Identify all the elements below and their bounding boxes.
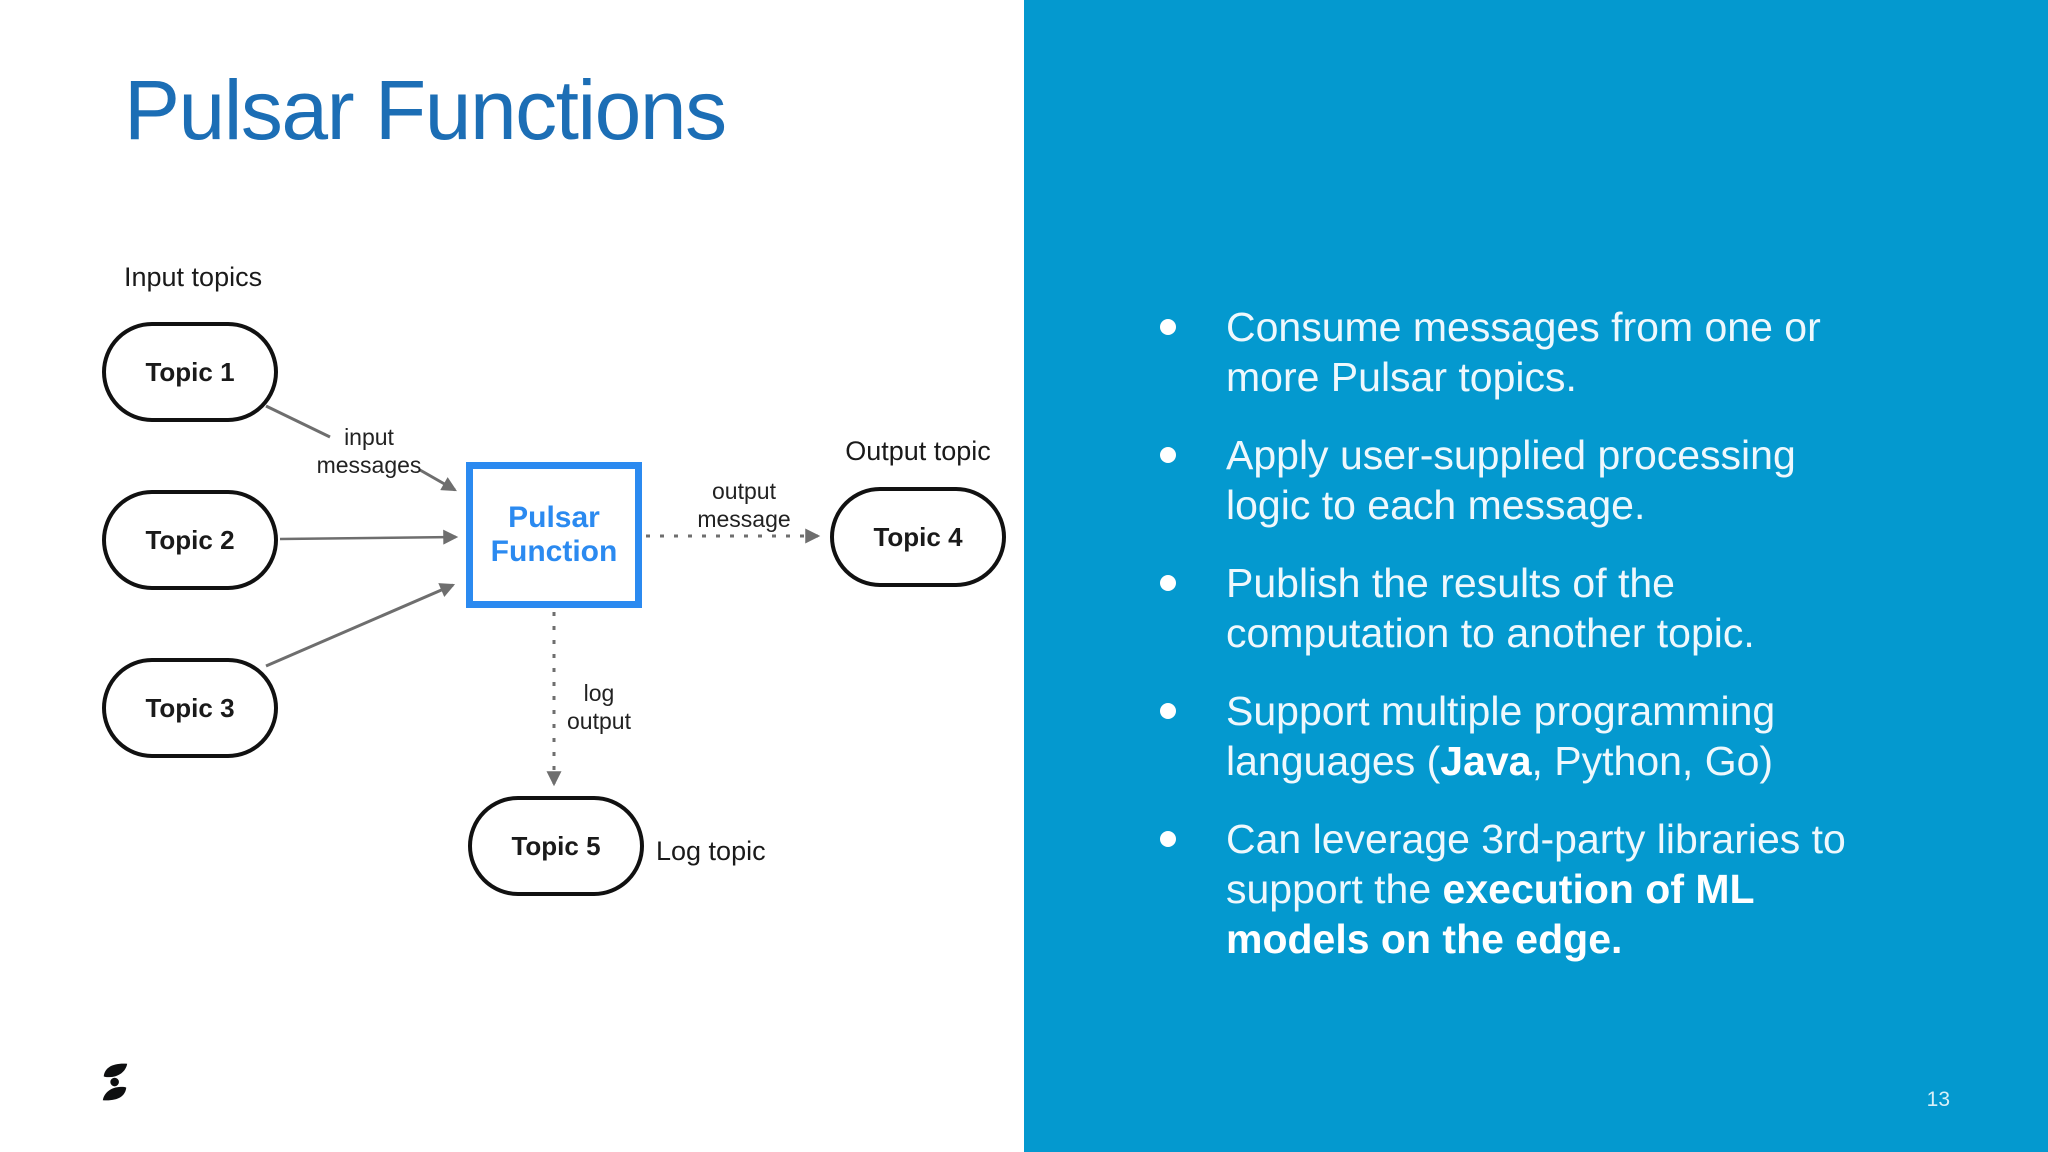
log-topic-label: Log topic: [656, 836, 766, 866]
topic1-node: Topic 1: [102, 322, 278, 422]
bullet-text: Support multiple programming languages (…: [1226, 688, 1776, 784]
bullet-text: Apply user-supplied processing logic to …: [1226, 432, 1796, 528]
bullet-item: Apply user-supplied processing logic to …: [1160, 430, 1980, 530]
bullet-list: Consume messages from one or more Pulsar…: [1160, 302, 1980, 992]
bullet-text: Consume messages from one or more Pulsar…: [1226, 304, 1821, 400]
topic4-node: Topic 4: [830, 487, 1006, 587]
arrow-topic3-to-function: [265, 583, 456, 668]
leader-topic1-to-label: [265, 404, 331, 439]
input-topics-label: Input topics: [124, 262, 263, 292]
diagram-connectors: [265, 404, 821, 787]
topic5-node: Topic 5: [468, 796, 644, 896]
left-panel: Pulsar Functions Input topics Output top…: [102, 63, 1006, 1101]
topic3-node: Topic 3: [102, 658, 278, 758]
right-panel: Consume messages from one or more Pulsar…: [1024, 0, 2048, 1152]
streamnative-s-logo-icon: [102, 1063, 128, 1101]
bullet-text: Publish the results of the computation t…: [1226, 560, 1755, 656]
topic1-label: Topic 1: [145, 356, 235, 387]
bullet-dot: [1160, 447, 1176, 463]
topic5-label: Topic 5: [511, 830, 601, 861]
bullet-item: Consume messages from one or more Pulsar…: [1160, 302, 1980, 402]
topic2-label: Topic 2: [145, 524, 235, 555]
input-messages-edge-label: input messages: [316, 424, 422, 478]
pulsar-function-node: Pulsar Function: [466, 462, 642, 608]
topic2-node: Topic 2: [102, 490, 278, 590]
bullet-dot: [1160, 575, 1176, 591]
bullet-dot: [1160, 319, 1176, 335]
topic4-label: Topic 4: [873, 521, 963, 552]
bullet-text: Can leverage 3rd-party libraries to supp…: [1226, 816, 1846, 962]
arrow-label-to-function: [419, 468, 457, 492]
bullet-item: Support multiple programming languages (…: [1160, 686, 1980, 786]
bullet-item: Can leverage 3rd-party libraries to supp…: [1160, 814, 1980, 964]
output-message-edge-label: output message: [697, 478, 791, 532]
output-topic-label: Output topic: [845, 436, 991, 466]
pulsar-function-label: Pulsar Function: [490, 500, 618, 569]
bullet-item: Publish the results of the computation t…: [1160, 558, 1980, 658]
bullet-dot: [1160, 831, 1176, 847]
topic3-label: Topic 3: [145, 692, 235, 723]
page-number: 13: [1926, 1088, 1950, 1111]
page-title: Pulsar Functions: [124, 63, 727, 157]
log-output-edge-label: log output: [567, 680, 631, 734]
bullet-dot: [1160, 703, 1176, 719]
arrow-topic2-to-function: [279, 529, 459, 545]
